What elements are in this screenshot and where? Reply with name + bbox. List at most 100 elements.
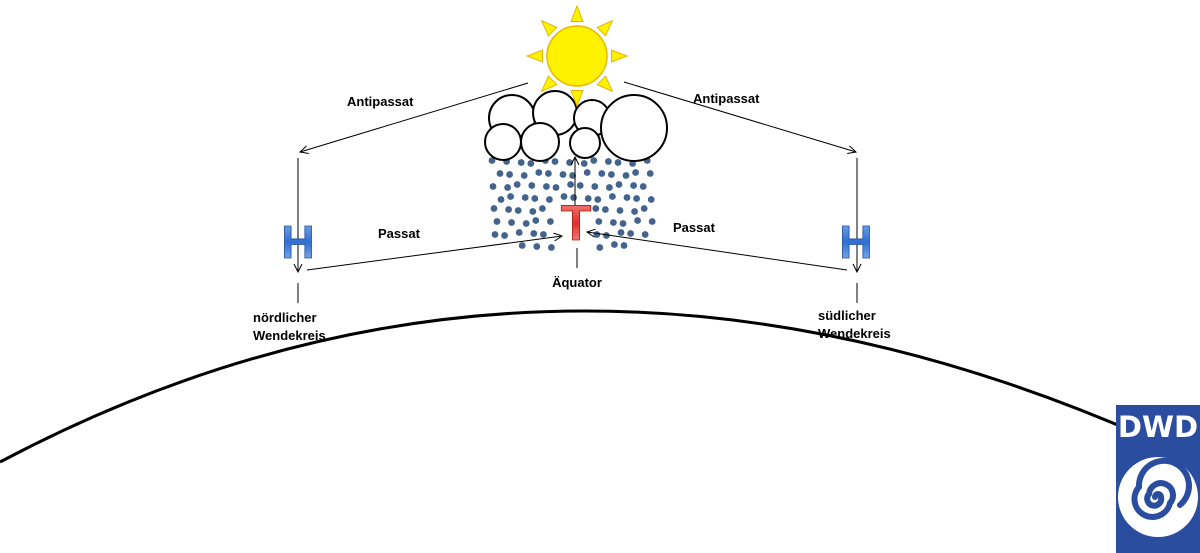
rain-drop (489, 183, 497, 190)
passat-arrow-right (587, 232, 848, 271)
rain-drop (520, 172, 528, 179)
high-pressure-left: H (281, 216, 314, 268)
rain-drop (614, 159, 622, 166)
rain-drop (543, 183, 550, 190)
sun-ray (525, 49, 544, 63)
dwd-logo-spiral (1131, 457, 1192, 520)
label-antipassat-left: Antipassat (347, 94, 414, 109)
rain-drop (501, 232, 508, 239)
rain-drop (529, 208, 537, 215)
rain-drop (630, 182, 637, 189)
label-south-tropic-line2: Wendekreis (818, 326, 891, 341)
passat-arrow-left (306, 236, 562, 271)
rain-drop (497, 196, 505, 203)
rain-drop (491, 231, 499, 238)
rain-drop (521, 194, 529, 201)
sun-ray (596, 19, 614, 37)
rain-drop (552, 184, 560, 191)
dwd-logo-text: DWD (1118, 410, 1198, 444)
rain-drop (569, 172, 576, 179)
rain-drop (513, 181, 521, 188)
rain-drop (548, 244, 555, 251)
rain-drop (596, 244, 604, 251)
earth-surface-arc (0, 309, 1200, 464)
low-pressure-center: T (561, 195, 592, 251)
rain-drop (506, 171, 513, 178)
rain-drop (594, 196, 602, 203)
rain-drop (610, 219, 617, 226)
rain-drop (576, 182, 584, 189)
rain-drop (619, 220, 627, 227)
sun-ray (540, 19, 558, 37)
rain-drop (590, 157, 598, 164)
rain-drop (592, 205, 600, 212)
label-passat-left: Passat (378, 226, 421, 241)
rain-drop (518, 242, 526, 249)
rain-drop (545, 170, 552, 177)
rain-drop (634, 217, 641, 224)
sun-ray (610, 49, 629, 63)
rain-drop (546, 196, 553, 203)
rain-drop (616, 207, 624, 214)
dwd-logo: DWD (1116, 405, 1200, 553)
rain-drop (622, 172, 630, 179)
rain-drop (605, 158, 612, 165)
rain-drop (595, 218, 603, 225)
rain-drop (566, 159, 573, 166)
rain-drop (508, 219, 515, 226)
rain-drop (559, 171, 567, 178)
rain-drop (639, 183, 647, 190)
rain-drop (527, 160, 535, 167)
rain-drop (608, 171, 615, 178)
high-pressure-right: H (839, 216, 872, 268)
rain-drop (632, 169, 639, 176)
rain-drop (551, 158, 559, 165)
cloud-icon (484, 90, 668, 162)
label-equator: Äquator (552, 275, 602, 290)
rain-icon (488, 157, 656, 251)
rain-drop (615, 181, 623, 188)
label-passat-right: Passat (673, 220, 716, 235)
rain-drop (531, 195, 539, 202)
rain-drop (517, 159, 525, 166)
rain-drop (514, 207, 522, 214)
rain-drop (493, 218, 501, 225)
rain-drop (591, 183, 599, 190)
rain-drop (496, 170, 504, 177)
sun-ray (540, 75, 558, 93)
rain-drop (609, 193, 616, 200)
rain-drop (620, 242, 628, 249)
antipassat-arrow-left (300, 82, 529, 152)
rain-drop (583, 169, 591, 176)
rain-drop (598, 170, 606, 177)
rain-drop (606, 184, 613, 191)
rain-drop (560, 193, 568, 200)
rain-drop (535, 169, 543, 176)
rain-drop (640, 205, 648, 212)
label-north-tropic-line1: nördlicher (253, 310, 317, 325)
rain-drop (631, 208, 638, 215)
rain-drop (647, 196, 655, 203)
rain-drop (533, 243, 541, 250)
rain-drop (602, 206, 609, 213)
rain-drop (539, 205, 546, 212)
sun-icon (525, 4, 629, 108)
rain-drop (584, 195, 592, 202)
rain-drop (547, 218, 554, 225)
rain-drop (623, 194, 631, 201)
rain-drop (593, 231, 601, 238)
label-south-tropic-line1: südlicher (818, 308, 876, 323)
antipassat-arrow-right (623, 81, 856, 152)
rain-drop (522, 220, 530, 227)
sun-ray (570, 89, 584, 108)
rain-drop (603, 232, 610, 239)
rain-drop (611, 241, 618, 248)
rain-drop (567, 181, 574, 188)
sun-ray (596, 75, 614, 93)
rain-drop (532, 217, 540, 224)
rain-drop (528, 182, 536, 189)
rain-drop (540, 231, 547, 238)
rain-drop (648, 218, 656, 225)
rain-drop (505, 206, 512, 213)
